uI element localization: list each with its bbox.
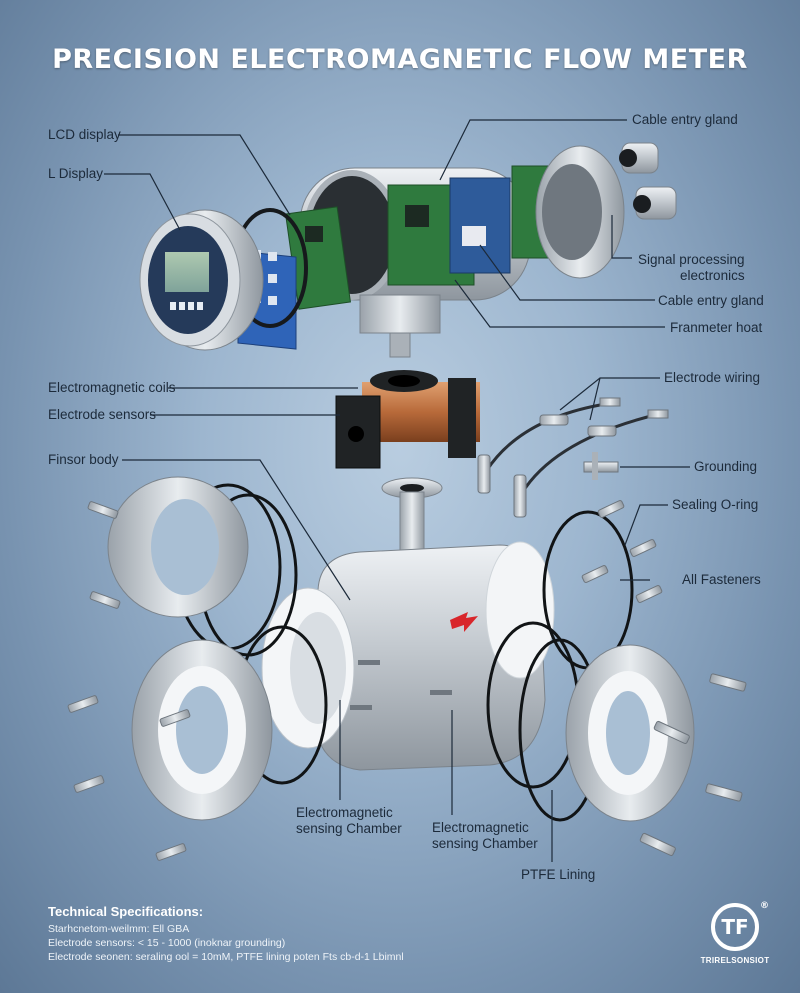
label-sensor-body: Finsor body (48, 452, 119, 467)
spec-line: Starhcnetom-weilmm: Ell GBA (48, 923, 190, 935)
label-signal-processing-electronics: Signal processing electronics (638, 252, 745, 283)
label-l-display: L Display (48, 166, 104, 181)
technical-specifications: Technical Specifications: Starhcnetom-we… (48, 904, 404, 964)
cable-entry-glands (619, 142, 677, 220)
logo-mark-icon: TF ® (711, 901, 769, 951)
label-lcd-display: LCD display (48, 127, 121, 142)
fasteners-icons (67, 500, 747, 861)
brand-logo: TF ® TRIRELSONSIOT (690, 901, 780, 965)
spec-line: Electrode seonen: seraling ool = 10mM, P… (48, 951, 404, 963)
electromagnetic-coil (335, 370, 480, 469)
label-flowmeter-housing: Franmeter hoat (670, 320, 763, 335)
lcd-display-cover (139, 209, 264, 351)
sensor-body (261, 477, 555, 771)
label-sealing-o-ring: Sealing O-ring (672, 497, 759, 512)
brand-name: TRIRELSONSIOT (700, 956, 770, 965)
electrode-wiring (485, 403, 656, 494)
label-electrode-sensors: Electrode sensors (48, 407, 157, 422)
registered-icon: ® (760, 901, 769, 911)
spec-line: Electrode sensors: < 15 - 1000 (inoknar … (48, 937, 286, 949)
specs-heading: Technical Specifications: (48, 904, 204, 919)
label-grounding: Grounding (694, 459, 758, 474)
label-electrode-wiring: Electrode wiring (664, 370, 761, 385)
label-all-fasteners: All Fasteners (682, 572, 761, 587)
flanges (107, 476, 695, 822)
transmitter-housing (299, 167, 531, 358)
label-electromagnetic-coils: Electromagnetic coils (48, 380, 176, 395)
label-cable-entry-gland-mid: Cable entry gland (658, 293, 764, 308)
label-ptfe-lining: PTFE Lining (521, 867, 596, 882)
page-title: PRECISION ELECTROMAGNETIC FLOW METER (52, 44, 748, 75)
label-sensing-chamber-1: Electromagnetic sensing Chamber (296, 805, 402, 836)
leader-lines (104, 119, 690, 862)
label-sensing-chamber-2: Electromagnetic sensing Chamber (432, 820, 538, 851)
label-cable-entry-gland-top: Cable entry gland (632, 112, 738, 127)
